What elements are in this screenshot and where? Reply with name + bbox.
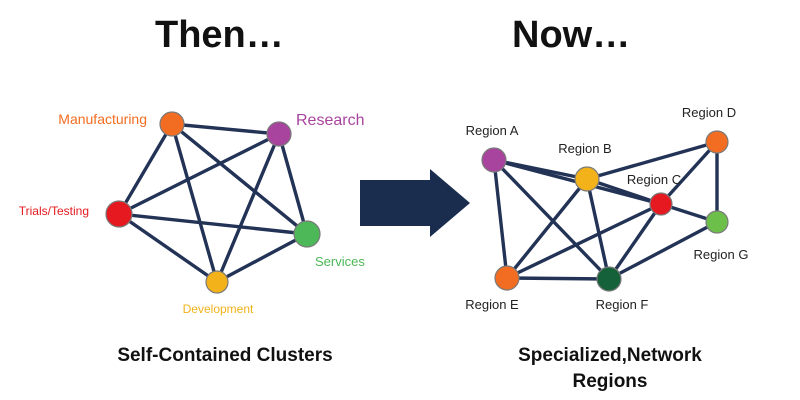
right-label-a: Region A bbox=[466, 123, 519, 138]
right-edge-B-C bbox=[585, 177, 663, 206]
left-label-development: Development bbox=[183, 302, 254, 316]
right-caption-line-2: Regions bbox=[572, 371, 648, 392]
right-label-f: Region F bbox=[596, 297, 649, 312]
left-label-trials: Trials/Testing bbox=[19, 204, 89, 218]
right-label-d: Region D bbox=[682, 105, 736, 120]
left-edge-research-development bbox=[215, 132, 281, 284]
right-node-d bbox=[705, 130, 729, 154]
now-heading: Now… bbox=[512, 14, 631, 56]
left-node-manufacturing bbox=[159, 111, 185, 137]
left-edge-manufacturing-services bbox=[170, 122, 309, 236]
right-node-e bbox=[494, 265, 520, 291]
right-edge-C-D bbox=[659, 140, 719, 206]
right-node-f bbox=[596, 266, 622, 292]
left-label-manufacturing: Manufacturing bbox=[58, 111, 147, 127]
right-caption: Specialized,Network Regions bbox=[470, 343, 750, 395]
right-node-a bbox=[481, 147, 507, 173]
right-node-b bbox=[574, 166, 600, 192]
left-edge-research-services bbox=[277, 132, 309, 236]
right-label-e: Region E bbox=[465, 297, 519, 312]
right-network-nodes bbox=[481, 130, 729, 292]
left-node-services bbox=[293, 220, 321, 248]
left-edge-services-development bbox=[215, 232, 309, 284]
right-network-edges bbox=[492, 140, 719, 281]
left-node-trials bbox=[105, 200, 133, 228]
right-edge-C-E bbox=[505, 202, 663, 280]
left-cluster-edges bbox=[117, 122, 309, 284]
left-label-services: Services bbox=[315, 254, 365, 269]
right-node-g bbox=[705, 210, 729, 234]
right-node-c bbox=[649, 192, 673, 216]
right-edge-A-E bbox=[492, 158, 509, 280]
left-caption: Self-Contained Clusters bbox=[117, 345, 333, 366]
right-edge-B-F bbox=[585, 177, 611, 281]
right-edge-B-E bbox=[505, 177, 589, 280]
right-caption-line-1: Specialized,Network bbox=[518, 345, 702, 366]
left-node-development bbox=[205, 270, 229, 294]
left-cluster-nodes bbox=[105, 111, 321, 294]
right-edge-C-F bbox=[607, 202, 663, 281]
left-node-research bbox=[266, 121, 292, 147]
left-edge-manufacturing-development bbox=[170, 122, 219, 284]
left-edge-manufacturing-research bbox=[170, 122, 281, 136]
left-edge-trials-services bbox=[117, 212, 309, 236]
right-label-c: Region C bbox=[627, 172, 681, 187]
node-labels: Manufacturing ResearchTrials/TestingServi… bbox=[19, 105, 749, 316]
left-edge-research-trials bbox=[117, 132, 281, 216]
right-edge-E-F bbox=[505, 276, 611, 281]
right-label-b: Region B bbox=[558, 141, 611, 156]
right-edge-A-F bbox=[492, 158, 611, 281]
left-edge-manufacturing-trials bbox=[117, 122, 174, 216]
right-edge-F-G bbox=[607, 220, 719, 281]
left-label-research: Research bbox=[296, 112, 364, 129]
then-heading: Then… bbox=[155, 14, 284, 56]
right-edge-B-D bbox=[585, 140, 719, 181]
transition-arrow bbox=[360, 169, 470, 237]
right-label-g: Region G bbox=[694, 247, 749, 262]
left-edge-trials-development bbox=[117, 212, 219, 284]
